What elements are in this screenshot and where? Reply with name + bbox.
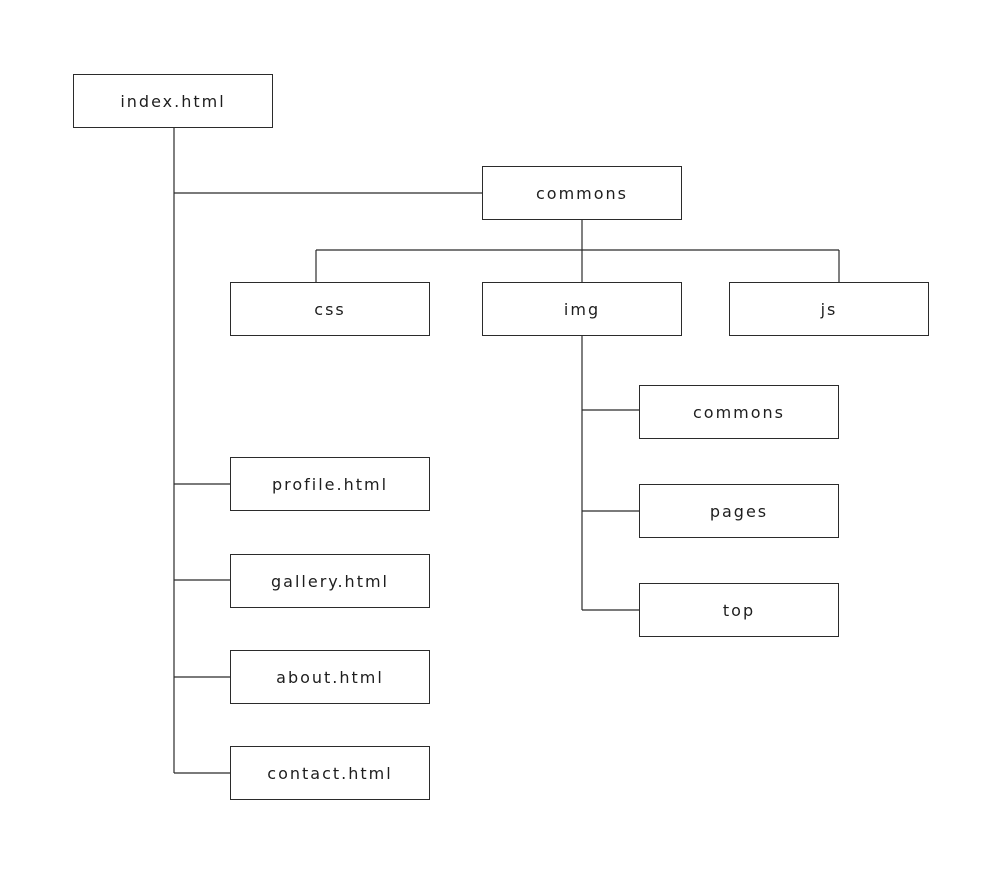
node-img-pages-folder: pages bbox=[639, 484, 839, 538]
node-label: js bbox=[820, 299, 838, 319]
node-label: css bbox=[314, 299, 346, 319]
node-label: about.html bbox=[276, 667, 384, 687]
node-about-html: about.html bbox=[230, 650, 430, 704]
node-index-html: index.html bbox=[73, 74, 273, 128]
node-label: img bbox=[563, 299, 601, 319]
node-label: index.html bbox=[120, 91, 226, 111]
node-img-top-folder: top bbox=[639, 583, 839, 637]
node-label: commons bbox=[535, 183, 629, 203]
node-contact-html: contact.html bbox=[230, 746, 430, 800]
node-label: gallery.html bbox=[271, 571, 389, 591]
node-label: commons bbox=[692, 402, 786, 422]
node-label: pages bbox=[709, 501, 769, 521]
node-img-commons-folder: commons bbox=[639, 385, 839, 439]
node-label: top bbox=[722, 600, 756, 620]
node-js-folder: js bbox=[729, 282, 929, 336]
node-label: profile.html bbox=[271, 474, 389, 494]
node-commons-folder: commons bbox=[482, 166, 682, 220]
node-label: contact.html bbox=[267, 763, 393, 783]
node-css-folder: css bbox=[230, 282, 430, 336]
node-profile-html: profile.html bbox=[230, 457, 430, 511]
node-img-folder: img bbox=[482, 282, 682, 336]
node-gallery-html: gallery.html bbox=[230, 554, 430, 608]
